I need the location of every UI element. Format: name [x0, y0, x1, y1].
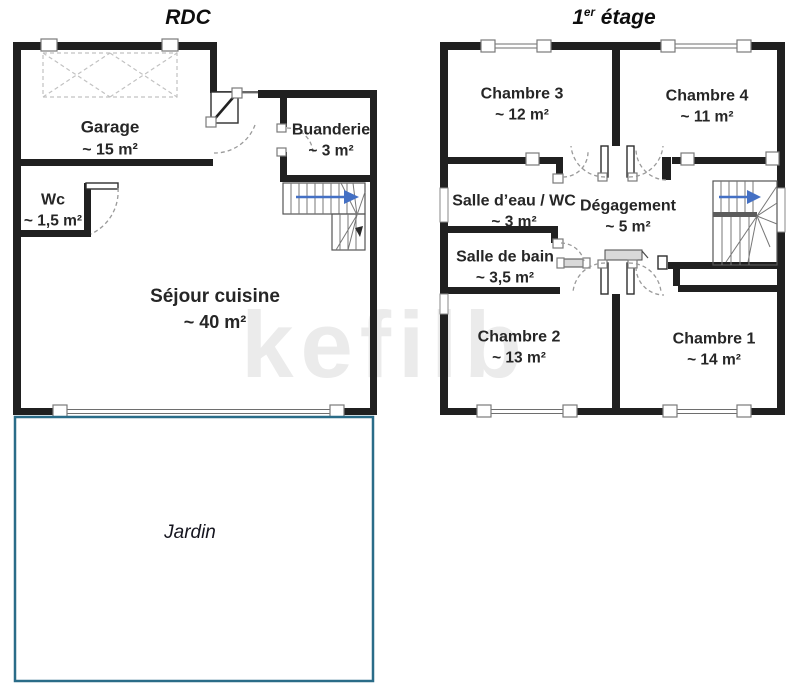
- rdc-title: RDC: [165, 6, 211, 29]
- entrance-door-icon: [205, 87, 258, 154]
- etage-windows: [439, 39, 786, 418]
- chambre1-chambre2-doors-icon: [572, 249, 668, 296]
- room-label-salle-de-bain: Salle de bain ~ 3,5 m²: [456, 248, 554, 287]
- room-label-chambre4: Chambre 4 ~ 11 m²: [665, 87, 749, 126]
- jardin-boundary: [13, 415, 375, 683]
- etage-stairs-icon: [712, 180, 778, 266]
- room-label-chambre3: Chambre 3 ~ 12 m²: [480, 85, 564, 124]
- watermark: kefilb: [241, 292, 529, 397]
- wc-door-icon: [85, 182, 119, 235]
- room-label-buanderie: Buanderie ~ 3 m²: [291, 121, 371, 160]
- room-label-sejour-cuisine: Séjour cuisine ~ 40 m²: [150, 286, 280, 332]
- rdc-floor-plan: [13, 38, 377, 683]
- chambre3-chambre4-doors-icon: [570, 145, 667, 182]
- room-label-wc: Wc ~ 1,5 m²: [23, 191, 83, 230]
- etage-title-number: 1: [572, 6, 585, 29]
- sejour-window-icon: [52, 404, 345, 418]
- salle-eau-door-icon: [552, 151, 589, 184]
- rdc-stairs-icon: [282, 182, 366, 251]
- etage-title-superscript: er: [584, 7, 595, 19]
- salle-bain-door-icon: [552, 238, 591, 269]
- buanderie-door-icon: [276, 123, 314, 157]
- room-label-chambre2: Chambre 2 ~ 13 m²: [477, 328, 561, 367]
- room-label-jardin: Jardin: [164, 522, 216, 544]
- room-label-degagement: Dégagement ~ 5 m²: [579, 197, 677, 236]
- etage-title-text: étage: [594, 6, 656, 29]
- rdc-walls: [13, 42, 377, 415]
- etage-title: 1er étage: [572, 6, 655, 30]
- garage-door-icon: [40, 38, 179, 98]
- room-label-garage: Garage ~ 15 m²: [80, 117, 140, 159]
- etage-floor-plan: [439, 39, 786, 418]
- room-label-chambre1: Chambre 1 ~ 14 m²: [672, 330, 756, 369]
- room-label-salle-eau-wc: Salle d’eau / WC ~ 3 m²: [452, 192, 576, 231]
